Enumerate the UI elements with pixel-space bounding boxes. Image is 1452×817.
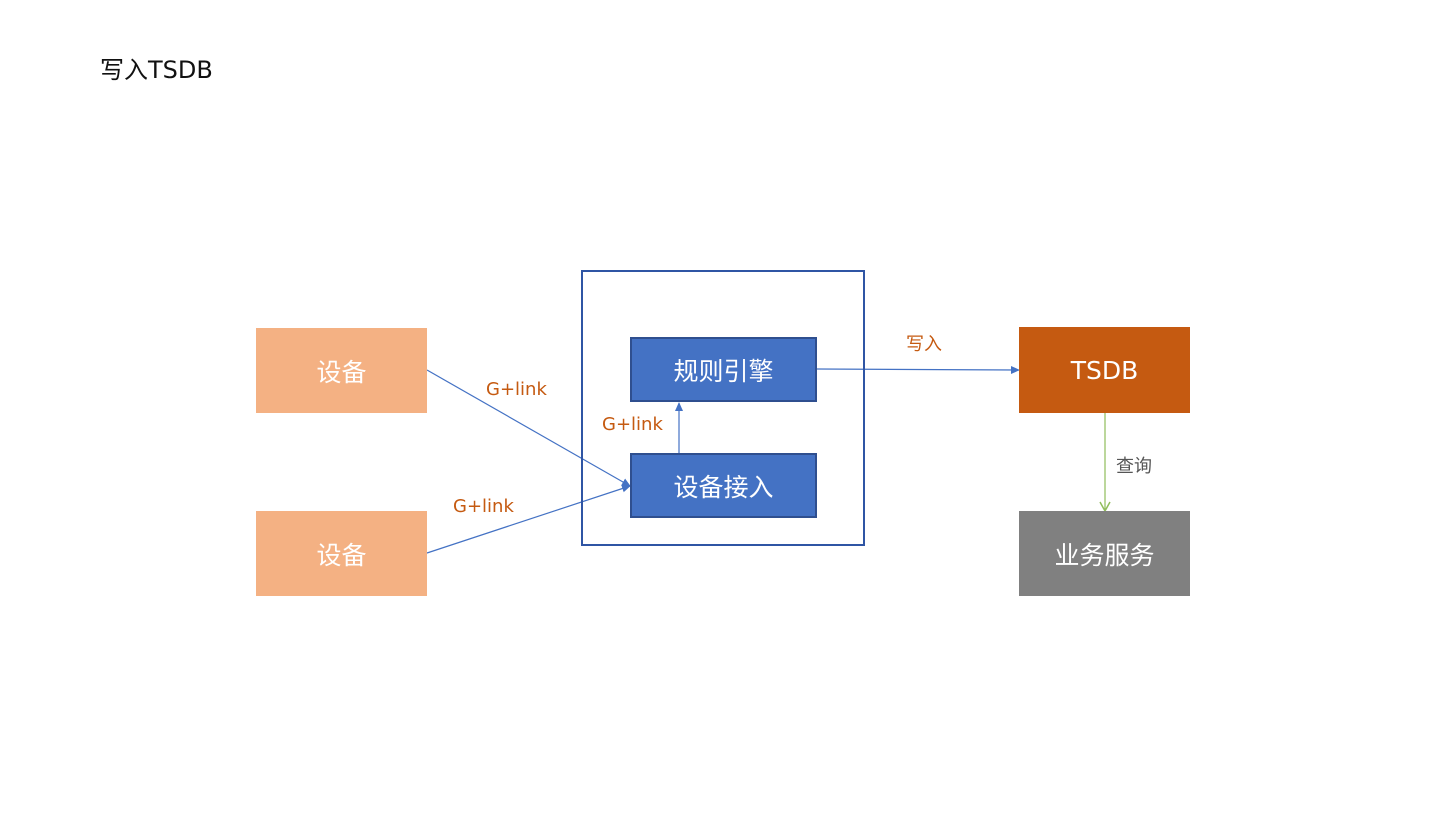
device-access-node[interactable]: 设备接入 xyxy=(630,453,817,518)
tsdb-node[interactable]: TSDB xyxy=(1019,327,1190,413)
business-service-node[interactable]: 业务服务 xyxy=(1019,511,1190,596)
edge-device1-to-access xyxy=(426,369,631,487)
rule-engine-node[interactable]: 规则引擎 xyxy=(630,337,817,402)
platform-container xyxy=(581,270,865,546)
edge-label-device2-glink: G+link xyxy=(453,496,514,517)
edge-label-access-glink: G+link xyxy=(602,414,663,435)
edge-label-write: 写入 xyxy=(906,334,942,355)
device-node-1[interactable]: 设备 xyxy=(256,328,427,413)
edge-rule-to-tsdb xyxy=(816,365,1020,374)
device-node-2[interactable]: 设备 xyxy=(256,511,427,596)
page-title: 写入TSDB xyxy=(100,56,213,84)
edge-label-device1-glink: G+link xyxy=(486,379,547,400)
edge-device2-to-access xyxy=(426,484,631,554)
edge-label-query: 查询 xyxy=(1116,456,1152,477)
